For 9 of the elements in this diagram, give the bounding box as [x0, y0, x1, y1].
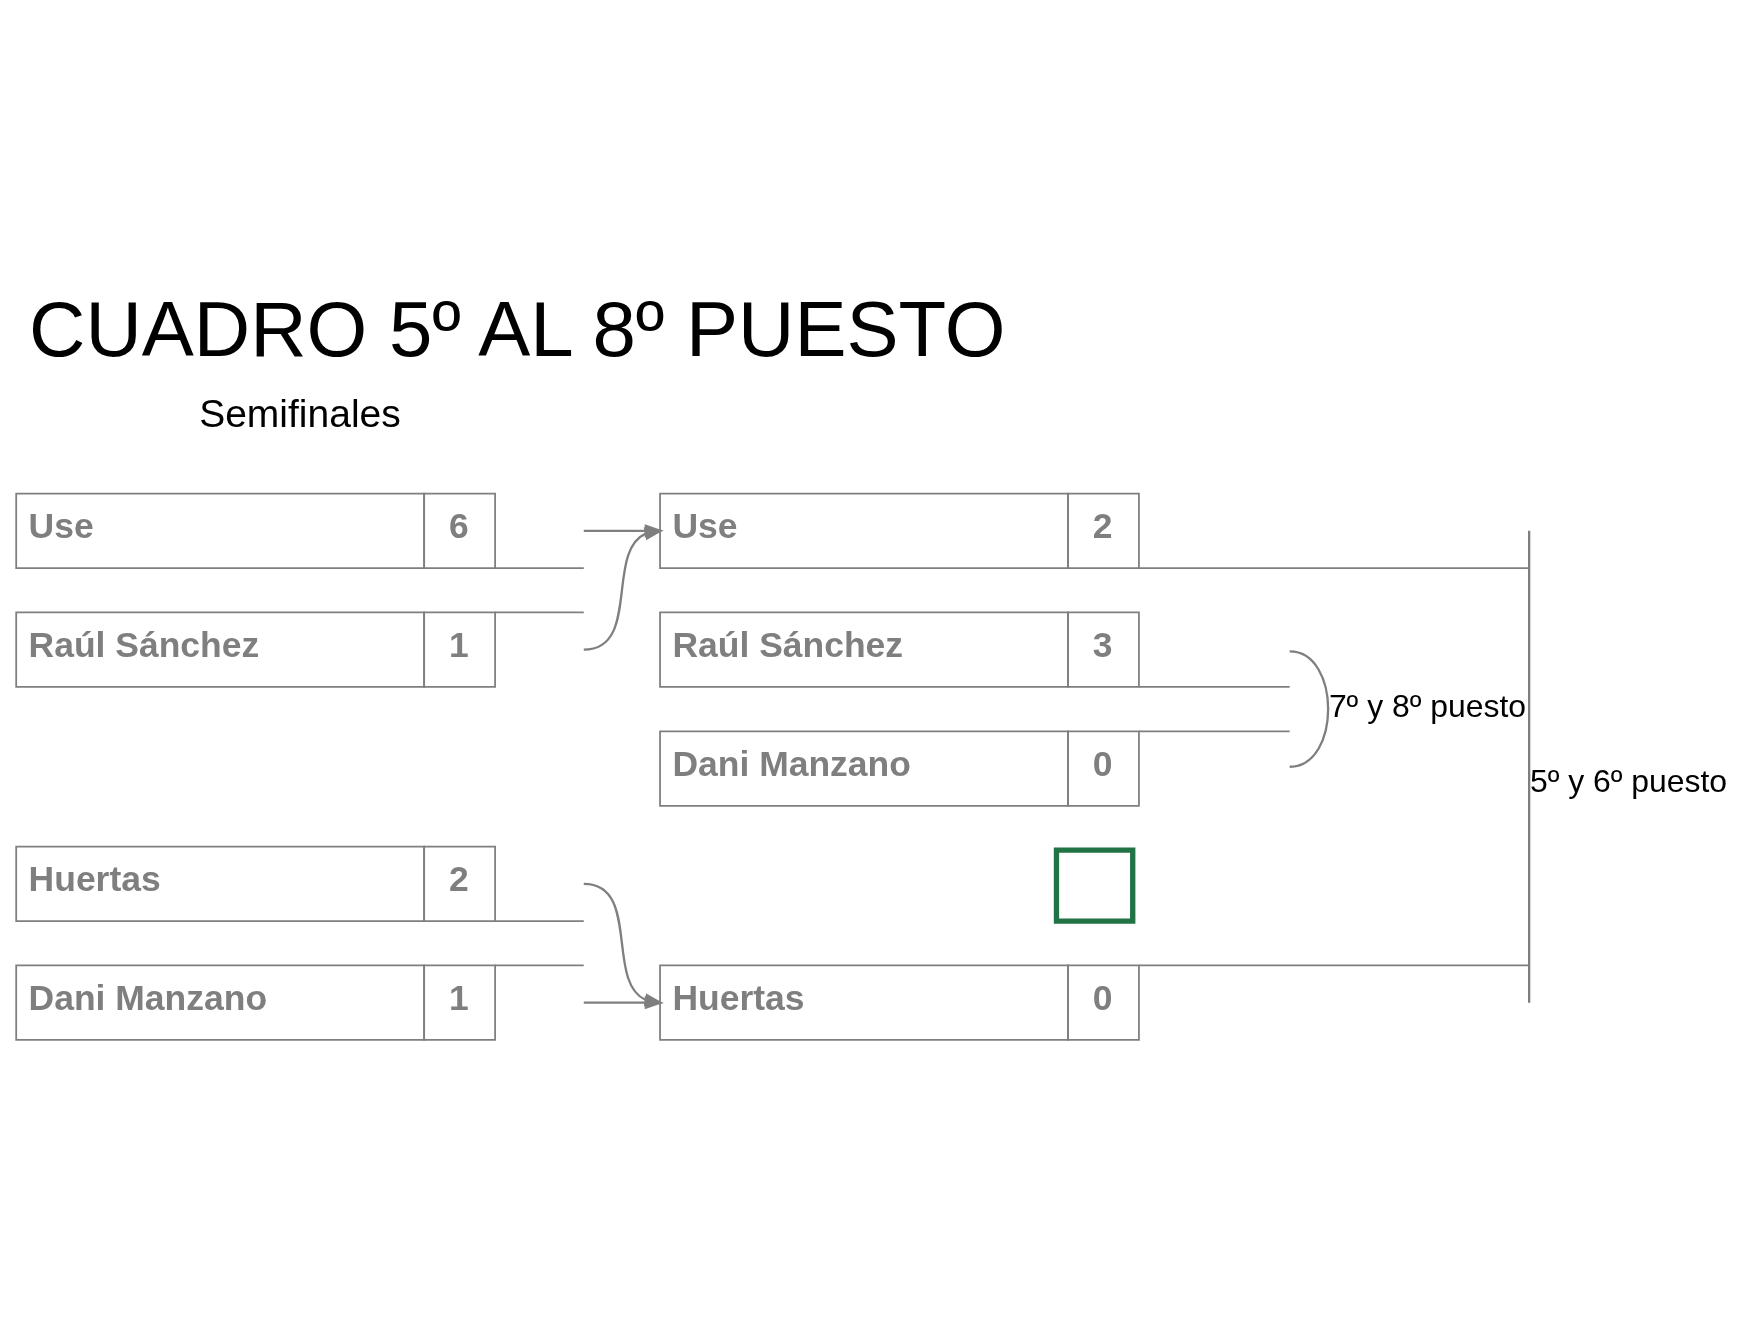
node-box: [1053, 847, 1136, 924]
arrow: [583, 527, 664, 651]
arrow: [583, 996, 664, 1010]
edge-label: 7º y 8º puesto: [1328, 687, 1527, 724]
connector: [1289, 650, 1330, 768]
edge-label: 5º y 6º puesto: [1529, 763, 1728, 800]
diagram-title: CUADRO 5º AL 8º PUESTO: [29, 284, 1006, 373]
label: Semifinales: [199, 392, 401, 436]
connector: [1528, 530, 1531, 1003]
